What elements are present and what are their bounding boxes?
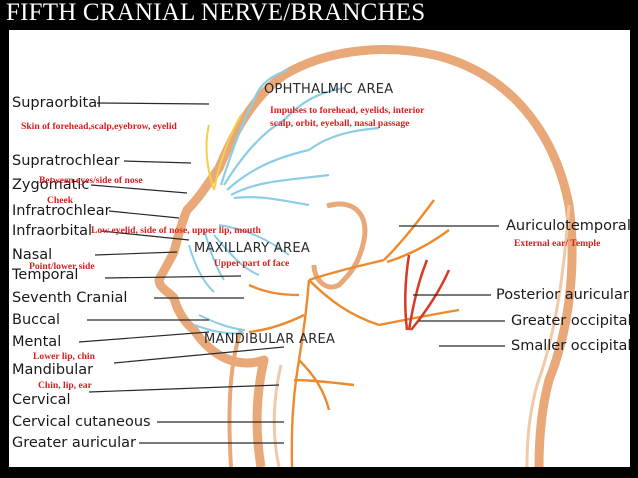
mandibular-nerves [193,314,246,335]
neck-front [227,329,243,467]
ophthalmic-nerves [219,68,380,207]
label-greater-occipital: Greater occipital [511,313,630,329]
note-mandibular: Chin, lip, ear [38,380,92,391]
label-infratrochlear: Infratrochlear [12,203,111,219]
pointer-lines [78,102,505,444]
note-infraorbital: Low eyelid, side of nose, upper lip, mou… [91,225,261,236]
note-maxillary: Upper part of face [214,258,290,269]
maxillary-area-label: MAXILLARY AREA [194,241,311,256]
label-cervical-cutaneous: Cervical cutaneous [12,414,151,430]
label-posterior-auricular: Posterior auricular [496,287,629,303]
note-mental: Lower lip, chin [33,351,95,362]
label-mandibular: Mandibular [12,362,94,378]
head-inner-outline [272,204,571,467]
label-seventh-cranial: Seventh Cranial [12,290,128,306]
label-auriculotemporal: Auriculotemporal [506,218,630,234]
head-illustration [78,45,577,467]
red-nerves [404,254,451,331]
label-mental: Mental [12,334,62,350]
mandibular-area-label: MANDIBULAR AREA [204,332,336,347]
label-greater-auricular: Greater auricular [12,435,136,451]
orange-nerves [248,199,460,467]
note-zygomatic: Cheek [47,195,74,206]
note-supratrochlear: Between eyes/side of nose [39,175,143,186]
label-supraorbital: Supraorbital [12,95,102,111]
label-buccal: Buccal [12,312,60,328]
label-nasal: Nasal [12,247,53,263]
ophthalmic-yellow-nerves [205,114,242,191]
ophthalmic-area-label: OPHTHALMIC AREA [264,82,394,97]
label-infraorbital: Infraorbital [12,223,93,239]
note-auriculotemporal: External ear/ Temple [514,238,601,249]
label-cervical: Cervical [12,392,71,408]
diagram-panel: OPHTHALMIC AREA MAXILLARY AREA MANDIBULA… [9,30,630,467]
label-temporal: Temporal [12,267,79,283]
label-zygomatic: Zygomatic [12,177,90,193]
ear [311,201,368,290]
label-smaller-occipital: Smaller occipital [511,338,630,354]
note-ophthalmic-line2: scalp, orbit, eyeball, nasal passage [270,118,410,129]
slide-title: FIFTH CRANIAL NERVE/BRANCHES [6,0,426,26]
note-supraorbital: Skin of forehead,scalp,eyebrow, eyelid [21,121,177,132]
note-ophthalmic-line1: Impulses to forehead, eyelids, interior [270,105,425,116]
label-supratrochlear: Supratrochlear [12,153,120,169]
note-nasal: Point/lower side [29,261,95,272]
